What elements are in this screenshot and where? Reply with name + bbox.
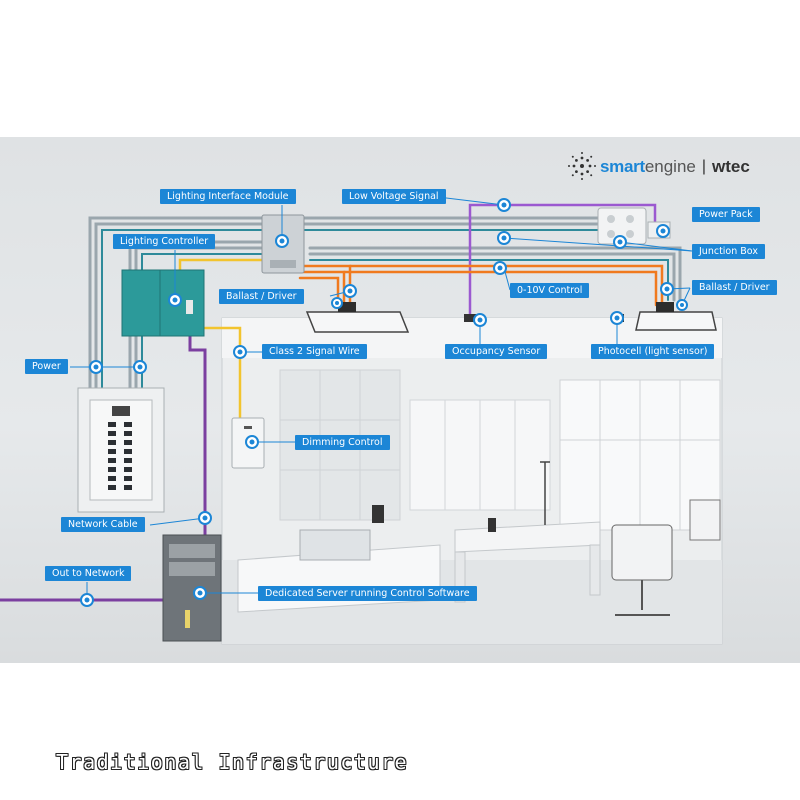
node-markers [80, 198, 688, 607]
label-network-cable: Network Cable [61, 517, 145, 532]
occupancy-sensor-device [464, 314, 476, 322]
label-power: Power [25, 359, 68, 374]
label-dedicated-server: Dedicated Server running Control Softwar… [258, 586, 477, 601]
label-power-pack: Power Pack [692, 207, 760, 222]
brand-separator: | [701, 158, 707, 175]
node-ballast-left[interactable] [343, 284, 357, 298]
label-low-voltage-signal: Low Voltage Signal [342, 189, 446, 204]
label-lighting-interface-module: Lighting Interface Module [160, 189, 296, 204]
server-tower-device [162, 534, 222, 642]
label-ballast-driver-right: Ballast / Driver [692, 280, 777, 295]
label-ballast-driver-left: Ballast / Driver [219, 289, 304, 304]
label-class2-signal-wire: Class 2 Signal Wire [262, 344, 367, 359]
brand-engine: engine [644, 157, 696, 176]
label-out-to-network: Out to Network [45, 566, 132, 581]
node-ballast-left-2[interactable] [331, 297, 343, 309]
lighting-controller-device [121, 269, 205, 337]
label-occupancy-sensor: Occupancy Sensor [445, 344, 548, 359]
light-fixture-left [305, 302, 410, 333]
label-dimming-control: Dimming Control [295, 435, 390, 450]
node-ballast-right-2[interactable] [676, 299, 688, 311]
brand-smart: smart [600, 157, 645, 176]
node-server[interactable] [193, 586, 207, 600]
breaker-panel-device [77, 387, 165, 513]
node-0-10v[interactable] [493, 261, 507, 275]
node-dimming[interactable] [245, 435, 259, 449]
node-out-to-network[interactable] [80, 593, 94, 607]
node-controller[interactable] [168, 293, 182, 307]
label-junction-box: Junction Box [692, 244, 765, 259]
node-lim[interactable] [275, 234, 289, 248]
node-ballast-right[interactable] [660, 282, 674, 296]
node-power-2[interactable] [133, 360, 147, 374]
node-class2[interactable] [233, 345, 247, 359]
label-photocell: Photocell (light sensor) [591, 344, 715, 359]
label-lighting-controller: Lighting Controller [113, 234, 216, 249]
node-junction[interactable] [656, 224, 670, 238]
node-low-voltage[interactable] [497, 198, 511, 212]
node-network-cable[interactable] [198, 511, 212, 525]
label-0-10v-control: 0-10V Control [510, 283, 590, 298]
diagram-title: Traditional Infrastructure [56, 750, 409, 774]
node-occupancy[interactable] [473, 313, 487, 327]
node-photocell[interactable] [610, 311, 624, 325]
node-power-1[interactable] [89, 360, 103, 374]
node-power-wire[interactable] [497, 231, 511, 245]
node-power-pack[interactable] [613, 235, 627, 249]
smartengine-logo-icon [568, 152, 596, 180]
light-fixture-right [635, 302, 717, 331]
brand-wtec: wtec [712, 157, 750, 176]
